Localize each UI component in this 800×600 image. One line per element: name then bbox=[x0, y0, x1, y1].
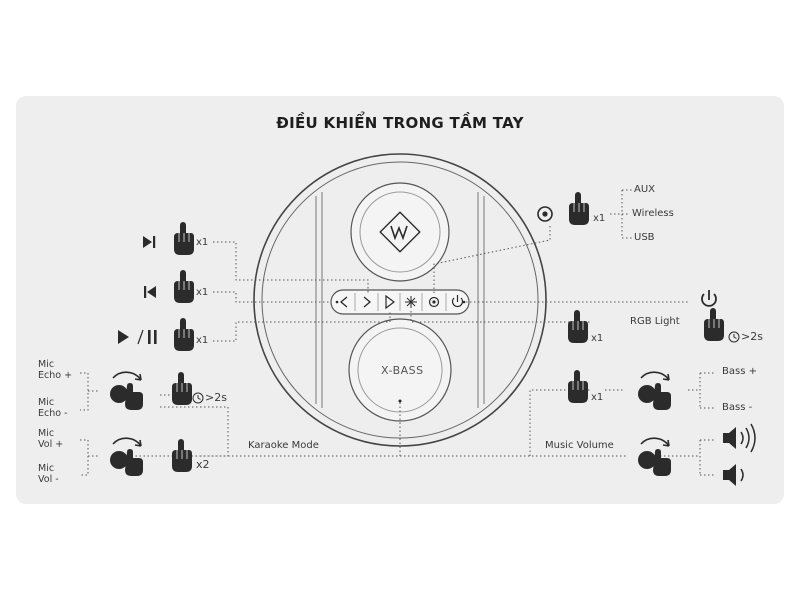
tap-hand-icon bbox=[568, 191, 590, 226]
tap-hand-icon bbox=[171, 438, 193, 473]
panel-play-button[interactable] bbox=[385, 294, 395, 310]
rotate-knob-icon bbox=[109, 437, 144, 477]
panel-power-button[interactable] bbox=[451, 295, 466, 308]
next-track-icon bbox=[143, 236, 156, 248]
panel-next-button[interactable] bbox=[363, 296, 372, 308]
tap-hand-icon bbox=[567, 309, 589, 344]
bass-minus-label: Bass - bbox=[722, 402, 753, 413]
previous-track-icon bbox=[144, 286, 156, 298]
xw-logo-icon bbox=[379, 211, 421, 253]
bass-plus-label: Bass + bbox=[722, 366, 757, 377]
next-multiplier: x1 bbox=[196, 237, 209, 248]
power-hold-duration: >2s bbox=[741, 330, 763, 343]
echo-hold-duration: >2s bbox=[205, 391, 227, 404]
panel-light-button[interactable] bbox=[405, 296, 417, 308]
panel-source-button[interactable] bbox=[428, 296, 440, 308]
diagram-title: ĐIỀU KHIỂN TRONG TẦM TAY bbox=[276, 114, 524, 132]
mic-vol-multiplier: x2 bbox=[196, 458, 210, 471]
volume-up-icon bbox=[723, 423, 756, 453]
rotate-knob-icon bbox=[637, 437, 672, 477]
panel-volume-down-button[interactable] bbox=[335, 296, 348, 308]
rotate-knob-icon bbox=[109, 371, 144, 411]
speaker-body bbox=[253, 153, 547, 447]
xbass-knob[interactable] bbox=[348, 318, 452, 422]
power-icon bbox=[701, 290, 717, 307]
bass-multiplier: x1 bbox=[591, 392, 604, 403]
clock-icon bbox=[192, 392, 204, 404]
prev-multiplier: x1 bbox=[196, 287, 209, 298]
brand-logo-knob bbox=[350, 182, 450, 282]
source-icon bbox=[537, 206, 553, 222]
tap-hand-icon bbox=[173, 221, 195, 256]
tap-hand-icon bbox=[567, 369, 589, 404]
playpause-multiplier: x1 bbox=[196, 335, 209, 346]
volume-down-icon bbox=[723, 464, 744, 486]
source-multiplier: x1 bbox=[593, 213, 606, 224]
rgb-multiplier: x1 bbox=[591, 333, 604, 344]
rotate-knob-icon bbox=[637, 371, 672, 411]
karaoke-mode-label: Karaoke Mode bbox=[248, 440, 319, 451]
tap-hand-icon bbox=[173, 317, 195, 352]
source-option-wireless: Wireless bbox=[632, 208, 674, 219]
clock-icon bbox=[728, 331, 740, 343]
tap-hand-icon bbox=[171, 371, 193, 406]
music-volume-label: Music Volume bbox=[545, 440, 614, 451]
tap-hand-icon bbox=[703, 307, 725, 342]
rgb-light-label: RGB Light bbox=[630, 316, 680, 327]
source-option-usb: USB bbox=[634, 232, 655, 243]
tap-hand-icon bbox=[173, 269, 195, 304]
xbass-label: X-BASS bbox=[381, 364, 424, 377]
connector-lines bbox=[80, 189, 716, 476]
source-option-aux: AUX bbox=[634, 184, 656, 195]
play-pause-icon bbox=[118, 329, 157, 345]
control-panel bbox=[330, 289, 470, 315]
